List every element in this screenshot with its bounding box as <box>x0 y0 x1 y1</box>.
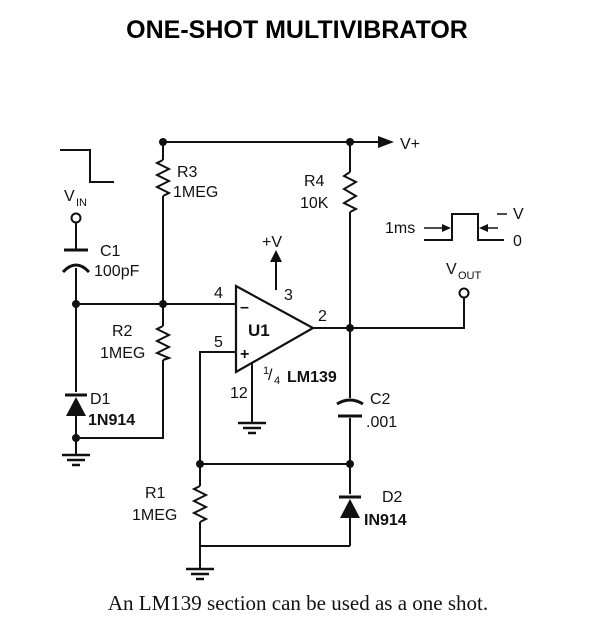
r2-resistor-icon <box>154 325 172 361</box>
c2-ref: C2 <box>370 391 391 408</box>
d2-ref: D2 <box>382 489 403 506</box>
r1-value: 1MEG <box>132 507 177 524</box>
ground-icon <box>62 453 90 467</box>
figure-caption: An LM139 section can be used as a one sh… <box>108 591 488 615</box>
diagram-title: ONE-SHOT MULTIVIBRATOR <box>126 16 468 44</box>
junction-dot <box>72 300 80 308</box>
d2-diode-icon <box>339 495 361 518</box>
pin-4-label: 4 <box>214 285 223 302</box>
u1-fraction-num: 1 <box>263 365 269 377</box>
d1-value: 1N914 <box>88 412 135 429</box>
junction-dot <box>159 138 167 146</box>
vout-subscript: OUT <box>458 270 482 282</box>
r3-value: 1MEG <box>173 184 218 201</box>
junctions <box>72 138 354 468</box>
c1-ref: C1 <box>100 243 121 260</box>
junction-dot <box>346 138 354 146</box>
vout-pulse-icon <box>424 213 504 241</box>
vin-terminal-icon <box>70 212 82 224</box>
r1-ref: R1 <box>145 485 166 502</box>
vin-pulse-icon <box>60 149 114 183</box>
ground-icon <box>186 567 214 581</box>
u1-fraction-den: 4 <box>274 375 280 387</box>
c1-capacitor-icon <box>61 248 91 274</box>
u1-ref: U1 <box>248 321 270 340</box>
d1-ref: D1 <box>90 391 111 408</box>
u1-minus-sign: – <box>240 299 249 316</box>
r4-resistor-icon <box>341 171 359 213</box>
vplus-label: V+ <box>400 136 420 153</box>
r1-resistor-icon <box>191 485 209 523</box>
d2-value: IN914 <box>364 512 407 529</box>
pulse-low-label: 0 <box>513 233 522 250</box>
pin-5-label: 5 <box>214 334 223 351</box>
vout-terminal-icon <box>458 287 470 299</box>
r4-ref: R4 <box>304 173 325 190</box>
supply-arrow-icon <box>270 250 282 262</box>
vin-label: V <box>64 188 75 205</box>
vout-label: V <box>446 261 457 278</box>
u1-part: LM139 <box>287 369 337 386</box>
junction-dot <box>346 460 354 468</box>
pulse-width-arrows-icon <box>424 224 498 232</box>
u1-fraction-slash: / <box>268 367 273 384</box>
r3-ref: R3 <box>177 164 198 181</box>
pulse-width-label: 1ms <box>385 220 415 237</box>
junction-dot <box>196 460 204 468</box>
junction-dot <box>72 434 80 442</box>
junction-dot <box>159 300 167 308</box>
r4-value: 10K <box>300 195 329 212</box>
supply-label: +V <box>262 234 282 251</box>
junction-dot <box>346 324 354 332</box>
r2-value: 1MEG <box>100 345 145 362</box>
c2-capacitor-icon <box>336 398 364 418</box>
u1-plus-sign: + <box>240 346 249 363</box>
vplus-arrow-icon <box>378 136 394 148</box>
pin-12-label: 12 <box>230 385 248 402</box>
u1-comparator-icon <box>234 284 316 374</box>
pin-3-label: 3 <box>284 287 293 304</box>
r3-resistor-icon <box>154 159 172 197</box>
pulse-high-label: V <box>513 206 524 223</box>
c2-value: .001 <box>366 414 397 431</box>
vin-subscript: IN <box>76 197 87 209</box>
d1-diode-icon <box>65 393 87 416</box>
c1-value: 100pF <box>94 263 140 280</box>
ground-icon <box>238 421 266 435</box>
pin-2-label: 2 <box>318 308 327 325</box>
r2-ref: R2 <box>112 323 133 340</box>
